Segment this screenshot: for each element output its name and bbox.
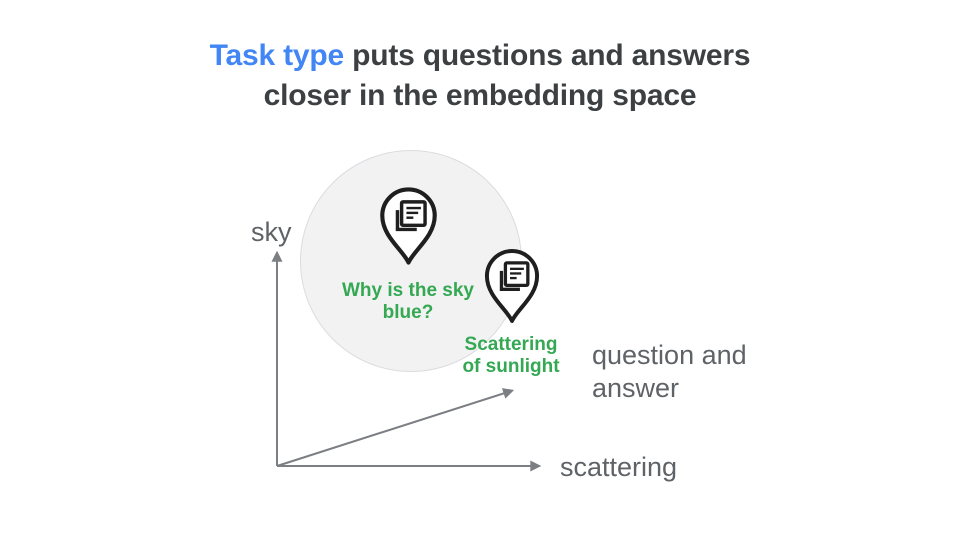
title-highlight: Task type: [209, 39, 345, 72]
location-pin-notes-icon: [484, 249, 540, 323]
stacked-notes-icon: [499, 261, 530, 291]
pin-caption-answer: Scattering of sunlight: [462, 334, 560, 377]
stacked-notes-icon: [395, 200, 427, 232]
slide-title: Task type puts questions and answers clo…: [0, 36, 960, 116]
y-axis-label: sky: [251, 217, 292, 247]
x-axis-label: scattering: [560, 452, 678, 482]
title-line-1: Task type puts questions and answers: [0, 36, 960, 76]
diagonal-axis-arrow: [276, 388, 515, 467]
diagonal-axis-label: question and answer: [592, 340, 747, 403]
pin-caption-question: Why is the sky blue?: [342, 280, 474, 323]
location-pin-notes-icon: [380, 187, 437, 265]
title-rest: puts questions and answers: [352, 39, 751, 72]
title-line-2: closer in the embedding space: [263, 79, 697, 112]
